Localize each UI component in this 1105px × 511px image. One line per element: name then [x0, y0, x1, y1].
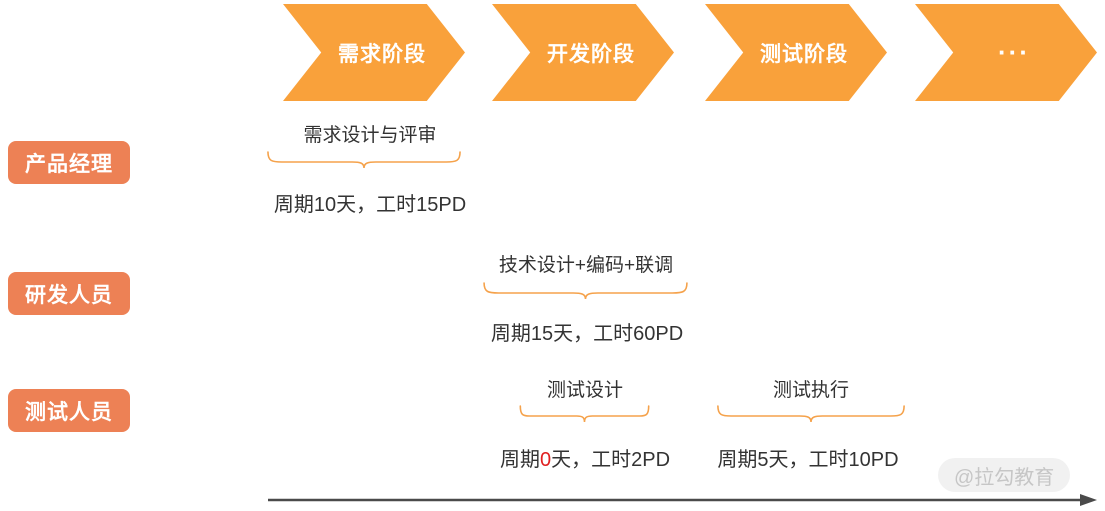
role-developer-label: 研发人员: [25, 283, 113, 307]
duration-text: 周期: [499, 449, 540, 471]
task-test-exec-duration: 周期5天，工时10PD: [717, 449, 899, 471]
phase-testing: 测试阶段: [705, 4, 887, 101]
watermark-badge: @拉勾教育: [938, 458, 1071, 492]
role-product-manager-label: 产品经理: [25, 152, 113, 176]
brace-icon: [519, 404, 650, 424]
task-test-exec-title: 测试执行: [772, 380, 849, 401]
phase-testing-label: 测试阶段: [760, 42, 848, 66]
phase-requirements-label: 需求阶段: [338, 42, 426, 66]
task-requirement-duration: 周期10天，工时15PD: [273, 194, 467, 216]
duration-highlight: 0: [539, 449, 552, 471]
task-test-design-title: 测试设计: [546, 380, 623, 401]
role-tester: 测试人员: [8, 389, 130, 432]
task-development-duration: 周期15天，工时60PD: [490, 323, 684, 345]
phase-development-label: 开发阶段: [547, 42, 635, 66]
phase-development: 开发阶段: [492, 4, 674, 101]
phase-more-label: ···: [998, 37, 1030, 67]
brace-icon: [266, 150, 462, 170]
phase-requirements: 需求阶段: [283, 4, 465, 101]
phase-more: ···: [915, 4, 1097, 101]
arrowhead-icon: [1080, 494, 1097, 506]
brace-icon: [716, 404, 906, 424]
task-requirement-title: 需求设计与评审: [303, 125, 437, 146]
role-product-manager: 产品经理: [8, 141, 130, 184]
task-development-title: 技术设计+编码+联调: [498, 255, 674, 276]
task-test-design-duration: 周期0天，工时2PD: [480, 447, 690, 473]
brace-icon: [482, 281, 689, 301]
duration-text: 天，工时2PD: [551, 449, 671, 471]
timeline-arrow: [268, 494, 1097, 506]
role-developer: 研发人员: [8, 272, 130, 315]
role-tester-label: 测试人员: [25, 400, 113, 424]
